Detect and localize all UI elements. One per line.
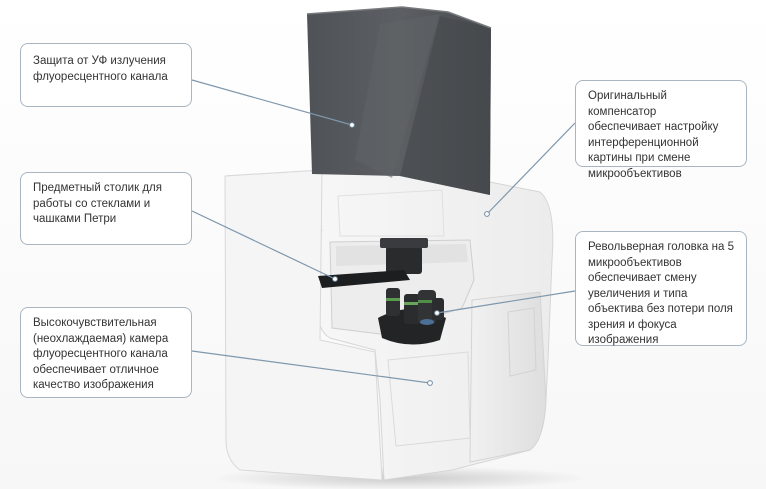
callout-camera: Высокочувствительная (неохлаждаемая) кам… xyxy=(20,307,192,398)
callout-specimen-stage: Предметный столик для работы со стеклами… xyxy=(20,172,192,245)
callout-uv-shield: Защита от УФ излучения флуоресцентного к… xyxy=(20,43,192,107)
upper-panel-seam xyxy=(337,189,445,237)
side-panel xyxy=(469,291,547,463)
stage-drive-top xyxy=(380,238,428,248)
uv-shield-highlight xyxy=(306,6,492,29)
uv-shield-facet xyxy=(400,16,491,195)
stage-drive-block xyxy=(386,246,422,274)
uv-shield-facet xyxy=(355,14,440,178)
specimen-stage-arm xyxy=(318,270,410,288)
callout-objective-turret: Револьверная головка на 5 микрообъективо… xyxy=(575,231,747,346)
callout-compensator: Оригинальный компенсатор обеспечивает на… xyxy=(575,80,747,180)
front-panel-seam xyxy=(387,351,471,447)
